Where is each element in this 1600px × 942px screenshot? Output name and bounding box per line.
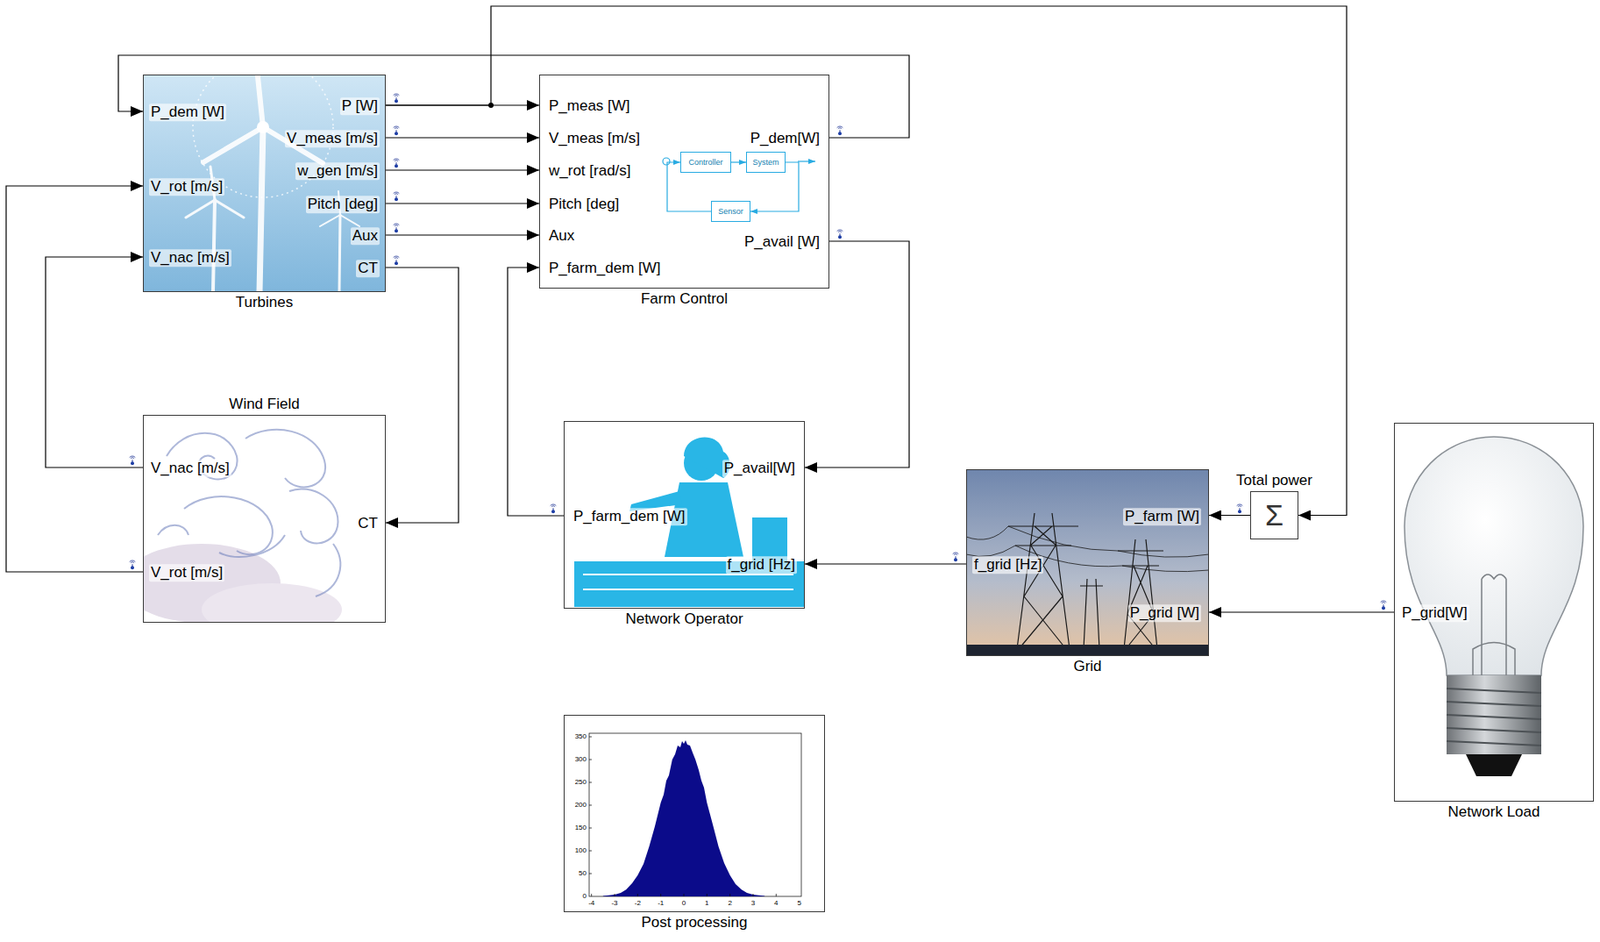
signal-line [385, 136, 540, 138]
port-label: V_rot [m/s] [149, 177, 225, 196]
port-label: f_grid [Hz] [972, 555, 1044, 574]
axis-tick: 0 [583, 891, 587, 900]
block-label: System [752, 157, 779, 167]
port-label: f_grid [Hz] [725, 555, 797, 574]
controller-box: Controller [680, 151, 732, 173]
block-caption: Total power [1236, 471, 1313, 490]
port-label: Aux [547, 227, 576, 245]
signal-line [804, 241, 910, 468]
port-label: V_nac [m/s] [149, 248, 232, 267]
operator-drawing [563, 420, 805, 609]
signal-line [1208, 611, 1394, 612]
block-label: Sensor [718, 206, 744, 216]
operator-block: Network OperatorP_avail[W]P_farm_dem [W]… [563, 420, 805, 609]
wind-field-block: Wind FieldV_nac [m/s]V_rot [m/s]CT [142, 414, 386, 623]
block-caption: Farm Control [640, 290, 728, 308]
port-label: P_avail [W] [742, 233, 822, 251]
sum-junction [662, 157, 670, 165]
grid-block: Gridf_grid [Hz]P_farm [W]P_grid [W] [966, 469, 1209, 656]
axis-tick: 100 [575, 846, 587, 854]
wind-god-drawing [142, 414, 386, 623]
signal-line [385, 6, 1347, 516]
block-caption: Post processing [641, 913, 748, 932]
axis-tick: 5 [796, 898, 801, 907]
axis-tick: 350 [575, 732, 587, 740]
port-label: w_gen [m/s] [295, 162, 380, 180]
sum-symbol: Σ [1265, 497, 1284, 533]
block-caption: Grid [1073, 657, 1102, 676]
axis-tick: 2 [727, 898, 732, 907]
port-label: Pitch [deg] [305, 195, 380, 214]
sum-block: Total powerΣ [1250, 490, 1299, 540]
block-caption: Network Load [1448, 803, 1541, 821]
signal-line [731, 161, 747, 163]
signal-line [118, 55, 910, 138]
port-label: P_farm [W] [1123, 507, 1202, 526]
axis-tick: -4 [588, 898, 595, 907]
signal-line [385, 169, 540, 171]
axis-tick: 200 [575, 800, 587, 809]
signal-line [1208, 514, 1251, 516]
axis-tick: -1 [657, 898, 664, 907]
axis-tick: 1 [704, 898, 709, 907]
test-point-icon [129, 93, 1387, 610]
port-label: Pitch [deg] [547, 195, 621, 214]
block-caption: Network Operator [625, 610, 743, 628]
signal-line [45, 256, 143, 468]
axis-tick: 50 [578, 868, 587, 877]
port-label: P_avail[W] [722, 459, 797, 477]
port-label: P [W] [340, 97, 380, 115]
signal-line [507, 267, 564, 516]
axis-tick: 3 [751, 898, 755, 907]
port-label: Aux [350, 227, 380, 245]
axis-tick: 4 [774, 898, 778, 907]
axis-tick: 250 [575, 777, 587, 786]
port-label: V_meas [m/s] [547, 129, 642, 148]
system-box: System [746, 151, 786, 173]
signal-line [6, 185, 143, 572]
port-label: P_dem[W] [748, 129, 822, 148]
port-label: w_rot [rad/s] [547, 162, 633, 180]
port-label: V_rot [m/s] [149, 563, 225, 582]
power-line-photo [966, 469, 1209, 656]
port-label: P_farm_dem [W] [571, 507, 688, 526]
sensor-box: Sensor [711, 200, 751, 222]
output-stub [797, 160, 816, 162]
load-block: Network LoadP_grid[W] [1393, 422, 1594, 802]
block-caption: Wind Field [228, 395, 299, 413]
port-label: P_dem [W] [149, 103, 227, 121]
axis-tick: -2 [634, 898, 641, 907]
turbine-photo [142, 74, 386, 292]
axis-tick: 150 [575, 823, 587, 832]
port-label: P_meas [W] [547, 97, 633, 115]
axis-tick: 0 [682, 898, 686, 907]
axis-tick: -3 [611, 898, 618, 907]
port-label: V_nac [m/s] [149, 459, 232, 477]
control-block: Farm ControlP_meas [W]V_meas [m/s]w_rot … [539, 74, 830, 289]
turbine-block: TurbinesP_dem [W]V_rot [m/s]V_nac [m/s]P… [142, 74, 386, 292]
postprocessing-block: Post processing [563, 714, 825, 912]
signal-line [385, 202, 540, 204]
histogram [563, 714, 825, 912]
axis-tick: 300 [575, 754, 587, 763]
port-label: V_meas [m/s] [284, 129, 380, 148]
signal-line [385, 267, 459, 523]
light-bulb [1393, 422, 1594, 802]
port-label: P_grid[W] [1400, 604, 1470, 622]
port-label: CT [355, 259, 380, 278]
signal-line [385, 234, 540, 235]
signal-line [804, 562, 967, 564]
port-label: CT [355, 514, 380, 533]
block-caption: Turbines [235, 293, 294, 312]
block-label: Controller [688, 157, 723, 167]
port-label: P_farm_dem [W] [547, 259, 663, 278]
port-label: P_grid [W] [1128, 604, 1202, 622]
